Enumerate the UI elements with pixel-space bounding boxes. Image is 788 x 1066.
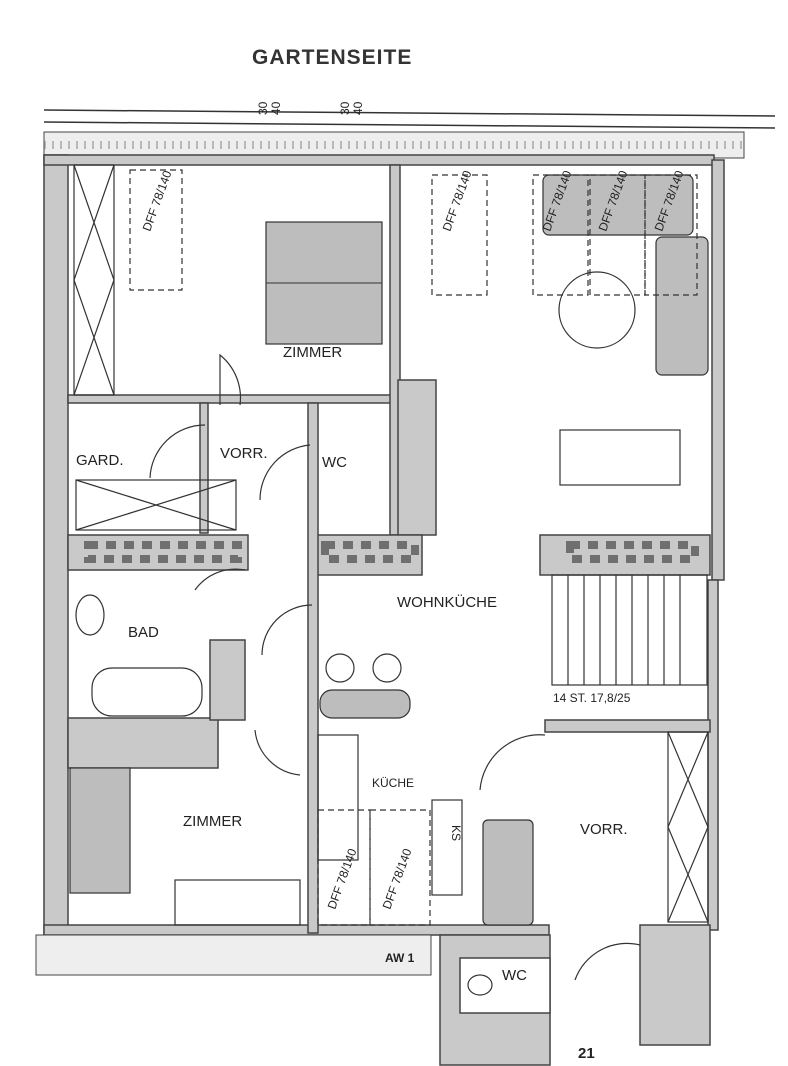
svg-text:30: 30 [256, 101, 270, 115]
room-vorr-bottom: VORR. [580, 821, 628, 838]
room-bad: BAD [128, 624, 159, 641]
aw-label: AW 1 [385, 951, 415, 965]
wardrobes [73, 164, 709, 923]
exterior-walls [35, 154, 725, 1066]
chimney-blocks [84, 541, 699, 563]
stairs-label: 14 ST. 17,8/25 [553, 691, 631, 705]
room-vorr-top: VORR. [220, 445, 268, 462]
annotations: 14 ST. 17,8/25 AW 1 21 [385, 691, 631, 1062]
room-gard: GARD. [76, 452, 124, 469]
room-kueche: KÜCHE [372, 776, 414, 790]
svg-text:40: 40 [269, 101, 283, 115]
unit-number: 21 [578, 1045, 595, 1062]
svg-text:40: 40 [351, 101, 365, 115]
room-zimmer-bottom: ZIMMER [183, 813, 242, 830]
svg-text:30: 30 [338, 101, 352, 115]
svg-text:DFF 78/140: DFF 78/140 [380, 846, 415, 911]
room-zimmer-top: ZIMMER [283, 344, 342, 361]
plan-title: GARTENSEITE [252, 46, 412, 69]
room-ks: KS [449, 825, 463, 841]
furniture [69, 174, 709, 926]
svg-text:DFF 78/140: DFF 78/140 [325, 846, 360, 911]
window-tags: 30 40 30 40 [256, 101, 365, 115]
interior-walls [67, 164, 711, 934]
skylights [129, 169, 698, 926]
doors [149, 353, 641, 981]
room-labels: ZIMMER VORR. WC GARD. WOHNKÜCHE BAD KÜCH… [76, 344, 628, 984]
svg-text:DFF 78/140: DFF 78/140 [140, 168, 175, 233]
roof-eaves-top [43, 109, 776, 159]
room-wc-top: WC [322, 454, 347, 471]
bottom-wc [459, 957, 551, 1014]
room-wc-bottom: WC [502, 967, 527, 984]
room-wohnkueche: WOHNKÜCHE [397, 593, 497, 611]
staircase [551, 574, 708, 686]
svg-text:DFF 78/140: DFF 78/140 [440, 168, 475, 233]
